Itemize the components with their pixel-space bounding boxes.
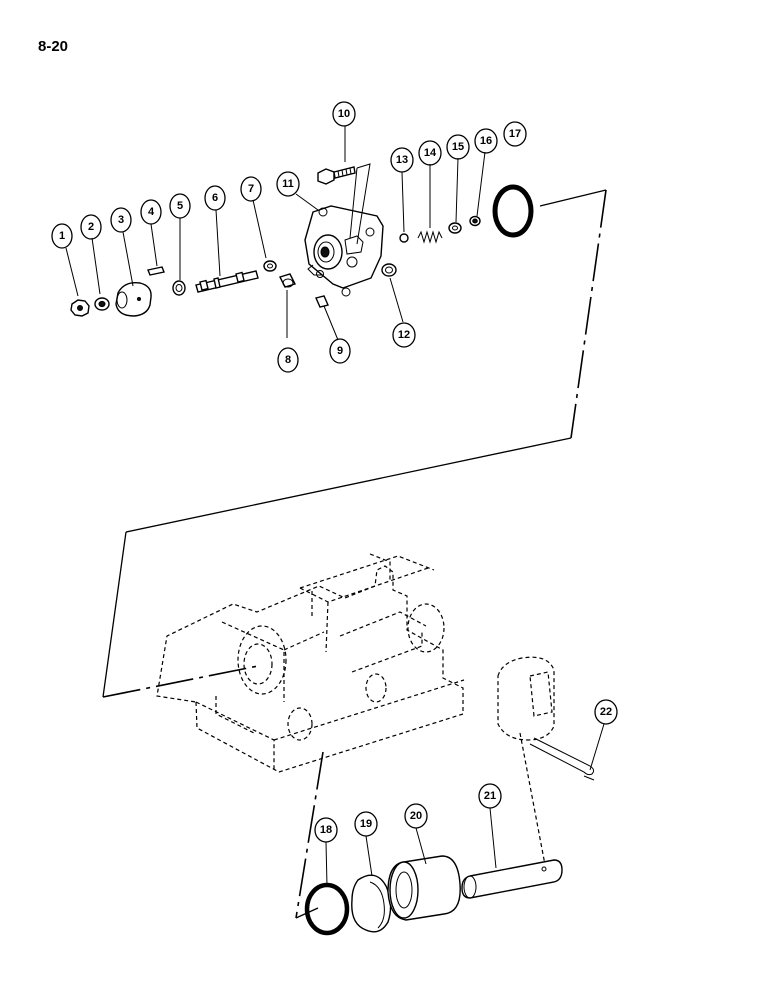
callout-5: 5 (169, 193, 191, 219)
part-13-ball (399, 233, 409, 243)
callout-21-label: 21 (484, 790, 496, 802)
callout-22-label: 22 (600, 706, 612, 718)
callout-5-label: 5 (177, 200, 183, 212)
callout-2: 2 (80, 214, 102, 240)
callout-8-label: 8 (285, 354, 291, 366)
part-2-washer (94, 297, 110, 311)
callouts: 1 2 3 4 5 6 7 8 9 10 11 12 13 14 15 16 1… (51, 101, 618, 843)
callout-14: 14 (418, 140, 442, 166)
part-17-oring (492, 184, 534, 238)
callout-11: 11 (276, 171, 300, 197)
callout-16: 16 (474, 128, 498, 154)
part-6-spool (195, 270, 259, 293)
part-11-valve-body (304, 205, 384, 297)
callout-15: 15 (446, 134, 470, 160)
callout-19-label: 19 (360, 818, 372, 830)
callout-12: 12 (392, 322, 416, 348)
part-14-spring (417, 230, 443, 244)
lift-housing-phantom (156, 553, 465, 773)
callout-6-label: 6 (212, 192, 218, 204)
part-4-pin (147, 266, 165, 276)
callout-20-label: 20 (410, 810, 422, 822)
part-20-sleeve (387, 855, 461, 921)
callout-11-label: 11 (282, 178, 294, 190)
callout-2-label: 2 (88, 221, 94, 233)
callout-15-label: 15 (452, 141, 464, 153)
leader-lines (65, 126, 605, 887)
callout-4: 4 (140, 199, 162, 225)
part-16-washer (469, 215, 481, 227)
callout-4-label: 4 (148, 206, 155, 218)
part-1-nut (70, 299, 90, 317)
callout-9: 9 (329, 338, 351, 364)
callout-10: 10 (332, 101, 356, 127)
callout-17-label: 17 (509, 128, 521, 140)
callout-6: 6 (204, 185, 226, 211)
callout-1: 1 (51, 223, 73, 249)
part-15-washer (448, 222, 462, 234)
callout-7: 7 (240, 176, 262, 202)
callout-17: 17 (503, 121, 527, 147)
callout-20: 20 (404, 803, 428, 829)
callout-16-label: 16 (480, 135, 492, 147)
callout-13: 13 (390, 147, 414, 173)
part-8-plug (279, 273, 296, 288)
part-12-oring (381, 263, 397, 277)
part-18-snap-ring (304, 882, 350, 936)
callout-9-label: 9 (337, 345, 343, 357)
part-10-bolt (317, 163, 371, 245)
callout-21: 21 (478, 783, 502, 809)
part-21-pin (461, 859, 563, 899)
callout-18: 18 (314, 817, 338, 843)
callout-18-label: 18 (320, 824, 332, 836)
part-5-seal (172, 280, 186, 296)
callout-14-label: 14 (424, 147, 437, 159)
callout-3: 3 (110, 207, 132, 233)
callout-8: 8 (277, 347, 299, 373)
callout-1-label: 1 (59, 230, 65, 242)
part-22-cotter-pin-and-arm (497, 656, 595, 781)
callout-13-label: 13 (396, 154, 408, 166)
callout-7-label: 7 (248, 183, 254, 195)
callout-3-label: 3 (118, 214, 124, 226)
callout-19: 19 (354, 811, 378, 837)
part-19-retainer (351, 874, 392, 933)
callout-10-label: 10 (338, 108, 350, 120)
assembly-lines (102, 189, 607, 919)
callout-22: 22 (594, 699, 618, 725)
part-9-plug (315, 295, 329, 308)
part-3-cam (115, 282, 152, 317)
part-7-washer (263, 260, 277, 272)
callout-12-label: 12 (398, 329, 410, 341)
page-number: 8-20 (38, 38, 69, 55)
